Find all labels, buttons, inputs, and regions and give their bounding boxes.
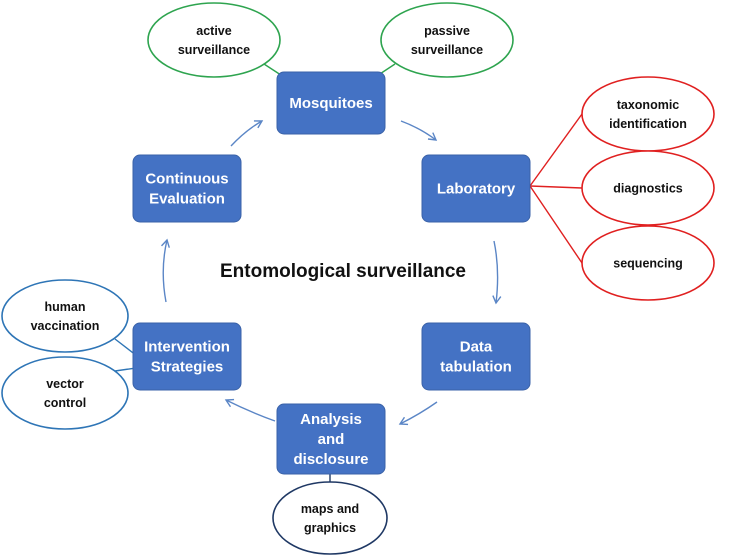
passive-surveillance-ellipse [380, 2, 514, 78]
intervention-strategies-label-line: Intervention [144, 339, 230, 356]
data-tabulation-step: Data tabulation [421, 322, 531, 391]
taxonomic-identification-label-line: identification [609, 117, 687, 131]
human-vaccination-label-line: vaccination [31, 319, 100, 333]
cycle-arrow-6 [230, 120, 264, 147]
maps-and-graphics-label-line: graphics [304, 521, 356, 535]
diagnostics-connector [529, 185, 583, 189]
diagram-title: Entomological surveillance [220, 261, 466, 282]
active-surveillance-label-line: surveillance [178, 43, 250, 57]
analysis-disclosure-label-line: Analysis [300, 411, 362, 428]
detail-ovals: active surveillance passive surveillance tax… [1, 2, 715, 555]
continuous-evaluation-label-line: Evaluation [149, 191, 225, 208]
sequencing-label-line: sequencing [613, 257, 682, 271]
vector-control-label-line: control [44, 396, 86, 410]
sequencing-ellipse [581, 225, 715, 301]
cycle-arrow-1 [400, 120, 438, 141]
active-surveillance-ellipse [147, 2, 281, 78]
vector-control-ellipse [1, 356, 129, 430]
cycle-arrow-3 [398, 401, 438, 426]
human-vaccination-label-line: human [45, 300, 86, 314]
analysis-disclosure-label-line: disclosure [293, 451, 368, 468]
mosquitoes-box [276, 71, 386, 135]
data-tabulation-label-line: Data [460, 339, 493, 356]
cycle-arrows [161, 120, 502, 426]
cycle-arrow-2 [492, 240, 502, 305]
laboratory-box [421, 154, 531, 223]
active-surveillance-oval: active surveillance [147, 2, 281, 78]
human-vaccination-oval: human vaccination [1, 279, 129, 353]
laboratory-label-line: Laboratory [437, 181, 516, 198]
passive-surveillance-label-line: surveillance [411, 43, 483, 57]
maps-and-graphics-ellipse [272, 481, 388, 555]
continuous-evaluation-box [132, 154, 242, 223]
continuous-evaluation-label-line: Continuous [145, 171, 228, 188]
intervention-strategies-label-line: Strategies [151, 359, 224, 376]
analysis-disclosure-box [276, 403, 386, 475]
taxonomic-identification-oval: taxonomic identification [581, 76, 715, 152]
cycle-arrow-5 [161, 238, 170, 303]
sequencing-oval: sequencing [581, 225, 715, 301]
maps-and-graphics-oval: maps and graphics [272, 481, 388, 555]
diagnostics-label-line: diagnostics [613, 182, 683, 196]
taxonomic-identification-ellipse [581, 76, 715, 152]
taxonomic-identification-connector [529, 113, 583, 187]
analysis-disclosure-step: Analysis and disclosure [276, 403, 386, 475]
passive-surveillance-oval: passive surveillance [380, 2, 514, 78]
human-vaccination-ellipse [1, 279, 129, 353]
sequencing-connector [529, 185, 583, 264]
mosquitoes-label-line: Mosquitoes [289, 95, 372, 112]
laboratory-step: Laboratory [421, 154, 531, 223]
passive-surveillance-label-line: passive [424, 24, 470, 38]
data-tabulation-box [421, 322, 531, 391]
diagnostics-ellipse [581, 150, 715, 226]
vector-control-oval: vector control [1, 356, 129, 430]
mosquitoes-step: Mosquitoes [276, 71, 386, 135]
taxonomic-identification-label-line: taxonomic [617, 98, 680, 112]
analysis-disclosure-label-line: and [318, 431, 345, 448]
diagnostics-oval: diagnostics [581, 150, 715, 226]
intervention-strategies-box [132, 322, 242, 391]
maps-and-graphics-label-line: maps and [301, 502, 359, 516]
cycle-arrow-4 [224, 398, 276, 422]
vector-control-label-line: vector [46, 377, 84, 391]
active-surveillance-label-line: active [196, 24, 231, 38]
data-tabulation-label-line: tabulation [440, 359, 512, 376]
